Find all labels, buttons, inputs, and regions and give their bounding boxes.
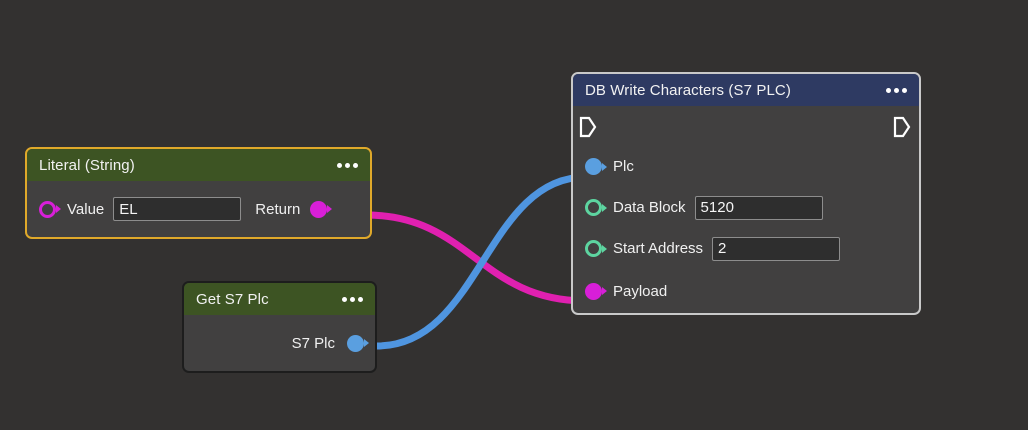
pin-label-plc: Plc xyxy=(613,158,634,175)
node-menu-icon-get-s7-plc[interactable] xyxy=(340,293,365,306)
exec-in-arrow-icon[interactable] xyxy=(579,116,597,138)
pin-plc-input[interactable] xyxy=(583,157,607,177)
node-body-db-write-characters: Plc Data Block Start Address xyxy=(573,106,919,313)
wire-s7plc-to-plc[interactable] xyxy=(373,173,590,350)
pin-label-payload: Payload xyxy=(613,282,668,300)
pin-payload-input[interactable] xyxy=(583,281,607,301)
node-menu-icon-literal-string[interactable] xyxy=(335,159,360,172)
pin-s7-plc-output[interactable] xyxy=(345,333,369,353)
pin-data-block-input[interactable] xyxy=(583,198,607,218)
node-body-get-s7-plc: S7 Plc xyxy=(184,315,375,371)
node-title-get-s7-plc: Get S7 Plc xyxy=(196,290,269,308)
node-header-literal-string[interactable]: Literal (String) xyxy=(27,149,370,181)
node-header-db-write-characters[interactable]: DB Write Characters (S7 PLC) xyxy=(573,74,919,106)
pin-row-data-block: Data Block xyxy=(573,187,919,228)
pin-row-payload: Payload xyxy=(573,269,919,313)
wire-return-to-payload[interactable] xyxy=(362,211,590,305)
pin-row-s7-plc-output: S7 Plc xyxy=(184,315,375,371)
pin-return-output[interactable] xyxy=(308,199,333,219)
pin-row-plc: Plc xyxy=(573,146,919,187)
pin-label-s7-plc: S7 Plc xyxy=(291,334,335,352)
pin-value-input[interactable] xyxy=(37,199,61,219)
node-get-s7-plc[interactable]: Get S7 Plc S7 Plc xyxy=(182,281,377,373)
node-menu-icon-db-write-characters[interactable] xyxy=(884,84,909,97)
start-address-input-field[interactable] xyxy=(712,236,841,261)
data-block-input-field[interactable] xyxy=(694,195,823,220)
pin-label-return: Return xyxy=(255,200,301,218)
pin-label-data-block: Data Block xyxy=(613,199,686,216)
exec-out-arrow-icon[interactable] xyxy=(893,116,911,138)
pin-row-value-return: Value Return xyxy=(27,181,370,237)
exec-pin-row xyxy=(573,106,919,146)
pin-label-start-address: Start Address xyxy=(613,240,704,257)
value-input-field[interactable] xyxy=(113,197,242,221)
node-header-get-s7-plc[interactable]: Get S7 Plc xyxy=(184,283,375,315)
node-title-db-write-characters: DB Write Characters (S7 PLC) xyxy=(585,81,791,99)
node-title-literal-string: Literal (String) xyxy=(39,156,135,174)
node-body-literal-string: Value Return xyxy=(27,181,370,237)
pin-label-value: Value xyxy=(67,200,105,218)
node-db-write-characters[interactable]: DB Write Characters (S7 PLC) Plc xyxy=(571,72,921,315)
node-literal-string[interactable]: Literal (String) Value Return xyxy=(25,147,372,239)
pin-row-start-address: Start Address xyxy=(573,228,919,269)
pin-start-address-input[interactable] xyxy=(583,239,607,259)
